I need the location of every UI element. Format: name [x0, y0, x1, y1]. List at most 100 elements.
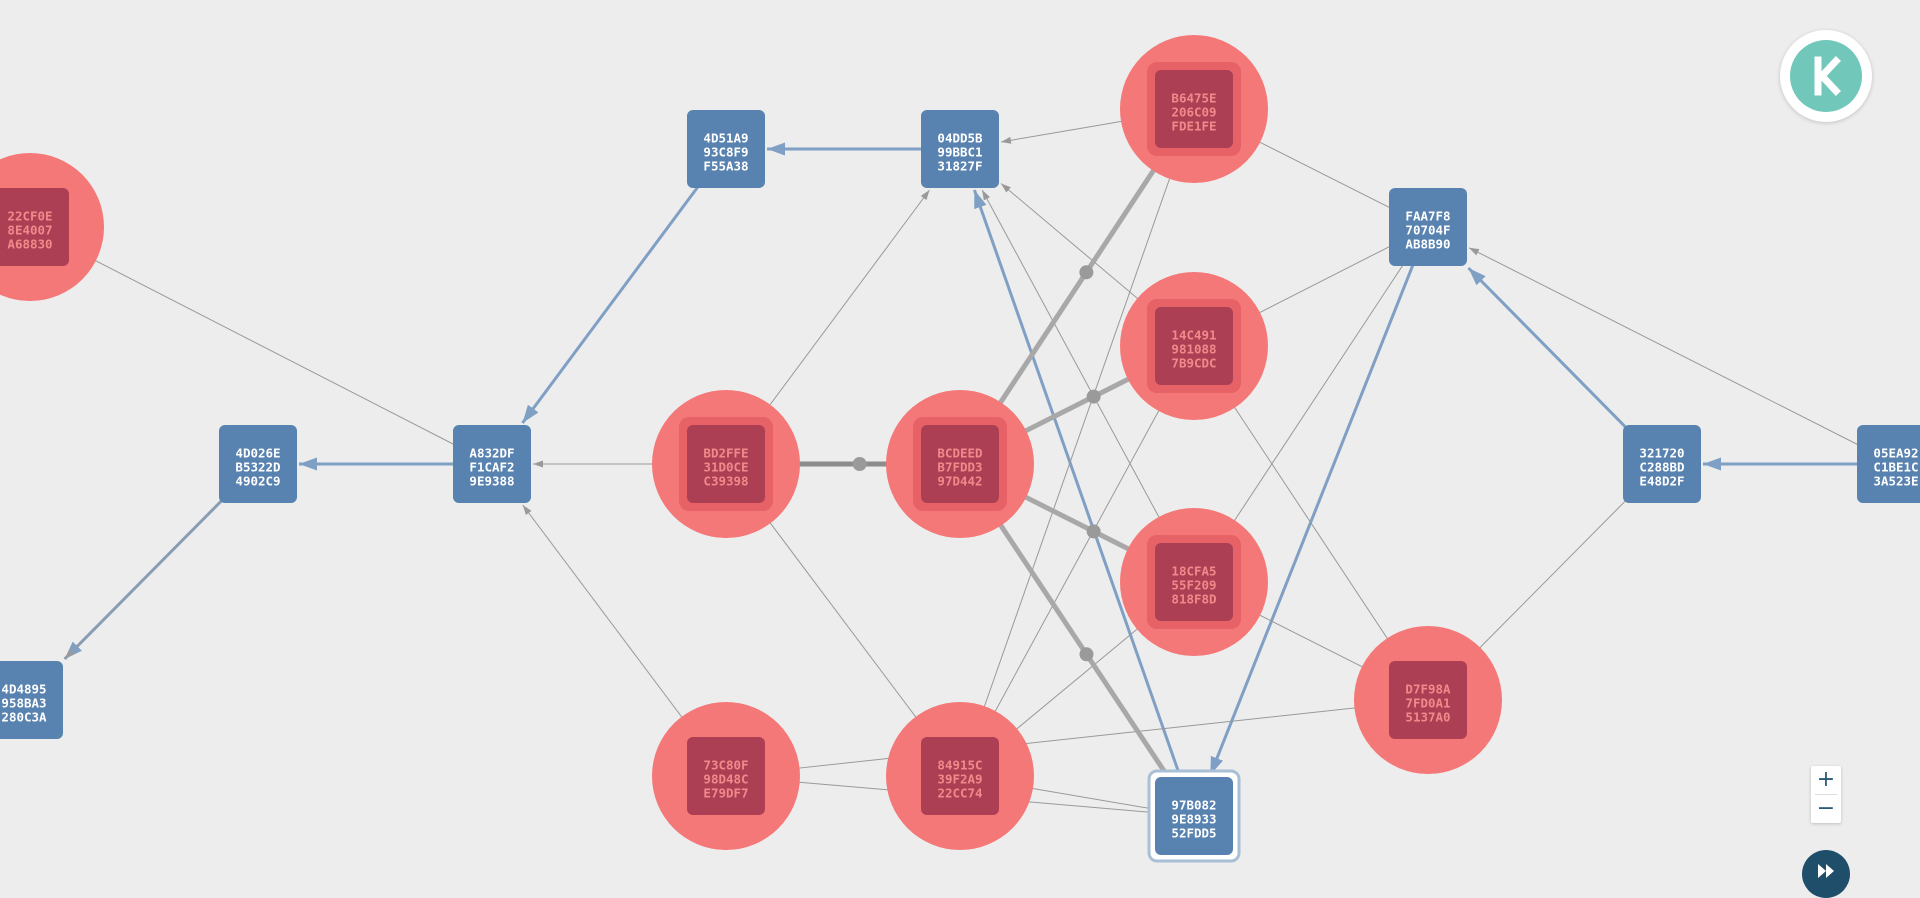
- node-hash-line: 22CC74: [937, 786, 982, 801]
- node-hash-line: FDE1FE: [1171, 119, 1216, 134]
- node-hash-line: 39F2A9: [937, 772, 982, 787]
- node-box: [921, 110, 999, 188]
- node-hash-line: E79DF7: [703, 786, 748, 801]
- node-box: [219, 425, 297, 503]
- node-hash-line: C288BD: [1639, 460, 1684, 475]
- node-hash-line: 84915C: [937, 758, 982, 773]
- edge-midpoint-dot: [1086, 524, 1101, 539]
- node-hash-line: 4D51A9: [703, 131, 748, 146]
- node-hash-line: 97B082: [1171, 798, 1216, 813]
- node-hash-line: 7B9CDC: [1171, 356, 1216, 371]
- node-hash-line: F55A38: [703, 159, 748, 174]
- node-box: [921, 425, 999, 503]
- node-box: [0, 661, 63, 739]
- node-hash-line: B7FDD3: [937, 460, 982, 475]
- node-hash-line: B5322D: [235, 460, 280, 475]
- node-hash-line: 280C3A: [1, 710, 47, 725]
- logo-button[interactable]: [1780, 30, 1872, 122]
- node-hash-line: 99BBC1: [937, 145, 982, 160]
- node-hash-line: 70704F: [1405, 223, 1450, 238]
- node-hash-line: 52FDD5: [1171, 826, 1216, 841]
- node-box: [687, 737, 765, 815]
- node-hash-line: B6475E: [1171, 91, 1216, 106]
- fast-forward-icon: [1818, 864, 1834, 878]
- node-hash-line: 3A523E: [1873, 474, 1918, 489]
- node-hash-line: 9E8933: [1171, 812, 1216, 827]
- node-hash-line: 8E4007: [7, 223, 52, 238]
- node-box: [0, 188, 69, 266]
- node-hash-line: C1BE1C: [1873, 460, 1918, 475]
- node-box: [453, 425, 531, 503]
- node-hash-line: FAA7F8: [1405, 209, 1450, 224]
- node-box: [1155, 777, 1233, 855]
- dag-edge: [766, 699, 1429, 774]
- dag-edge: [1220, 226, 1429, 542]
- dag-edge: [973, 108, 1195, 736]
- dag-edge: [972, 189, 1196, 817]
- node-hash-line: BCDEED: [937, 446, 982, 461]
- node-hash-line: 818F8D: [1171, 592, 1216, 607]
- node-hash-line: 206C09: [1171, 105, 1216, 120]
- dag-edge: [1468, 247, 1897, 465]
- node-hash-line: 73C80F: [703, 758, 748, 773]
- dag-edge: [1208, 226, 1430, 776]
- node-hash-line: 4D026E: [235, 446, 280, 461]
- edge-midpoint-dot: [1086, 389, 1101, 404]
- node-hash-line: 55F209: [1171, 578, 1216, 593]
- node-box: [921, 737, 999, 815]
- node-hash-line: BD2FFE: [703, 446, 748, 461]
- node-hash-line: 31D0CE: [703, 460, 748, 475]
- zoom-out-button[interactable]: −: [1816, 796, 1836, 821]
- fast-forward-button[interactable]: [1802, 850, 1850, 898]
- node-hash-line: 958BA3: [1, 696, 46, 711]
- node-hash-line: 321720: [1639, 446, 1684, 461]
- node-box: [687, 110, 765, 188]
- node-hash-line: D7F98A: [1405, 682, 1451, 697]
- dag-edge: [985, 503, 1197, 818]
- node-hash-line: C39398: [703, 474, 748, 489]
- zoom-controls: + −: [1811, 766, 1841, 823]
- node-hash-line: 98D48C: [703, 772, 748, 787]
- node-box: [1623, 425, 1701, 503]
- node-hash-line: F1CAF2: [469, 460, 514, 475]
- node-hash-line: 22CF0E: [7, 209, 52, 224]
- node-hash-line: 5137A0: [1405, 710, 1450, 725]
- node-hash-line: 05EA92: [1873, 446, 1918, 461]
- node-hash-line: 4902C9: [235, 474, 280, 489]
- node-box: [687, 425, 765, 503]
- node-box: [1155, 70, 1233, 148]
- node-hash-line: 9E9388: [469, 474, 514, 489]
- node-hash-line: 7FD0A1: [1405, 696, 1450, 711]
- zoom-in-button[interactable]: +: [1816, 767, 1836, 792]
- node-hash-line: 04DD5B: [937, 131, 983, 146]
- node-hash-line: A832DF: [469, 446, 514, 461]
- node-hash-line: 97D442: [937, 474, 982, 489]
- kaspa-logo-icon: [1790, 40, 1862, 112]
- dag-edge: [981, 189, 1195, 583]
- node-hash-line: 14C491: [1171, 328, 1216, 343]
- node-hash-line: 18CFA5: [1171, 564, 1216, 579]
- node-hash-line: A68830: [7, 237, 52, 252]
- node-hash-line: 31827F: [937, 159, 982, 174]
- edge-midpoint-dot: [1079, 265, 1094, 280]
